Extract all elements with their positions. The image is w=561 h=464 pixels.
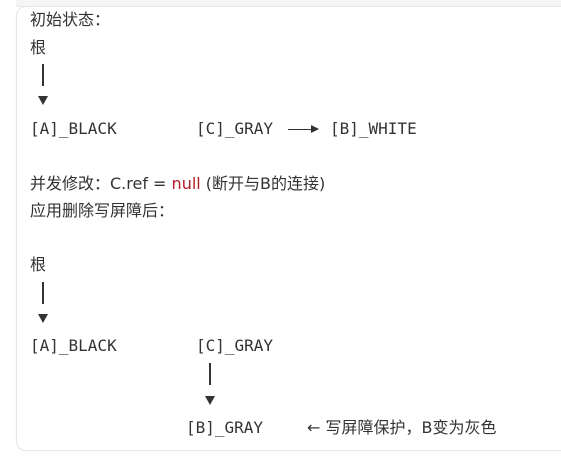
c-to-b-arrow-line <box>288 129 311 130</box>
node-b-gray: [B]_GRAY <box>186 418 264 437</box>
arrow-down-icon <box>38 314 48 323</box>
node-c-gray-2: [C]_GRAY <box>196 336 274 355</box>
node-b-white: [B]_WHITE <box>330 119 417 138</box>
root-edge-line-1 <box>42 64 44 86</box>
arrow-down-icon <box>205 396 215 405</box>
arrow-down-icon <box>38 96 48 105</box>
node-a-black-1: [A]_BLACK <box>30 119 117 138</box>
concurrent-modification-line: 并发修改：C.ref = null (断开与B的连接) <box>30 174 325 194</box>
null-keyword: null <box>171 174 201 193</box>
root-label-2: 根 <box>30 255 47 274</box>
barrier-note: ← 写屏障保护，B变为灰色 <box>307 418 497 437</box>
node-c-gray-1: [C]_GRAY <box>196 119 274 138</box>
concurrent-prefix: 并发修改：C.ref = <box>30 174 172 193</box>
node-a-black-2: [A]_BLACK <box>30 336 117 355</box>
concurrent-suffix: (断开与B的连接) <box>200 174 326 193</box>
code-block <box>16 6 561 451</box>
root-label-1: 根 <box>30 38 47 57</box>
arrow-right-icon <box>311 125 319 133</box>
after-barrier-label: 应用删除写屏障后： <box>30 201 175 220</box>
root-edge-line-2 <box>42 282 44 304</box>
initial-state-label: 初始状态： <box>30 10 111 29</box>
c-to-b-edge-line <box>209 363 211 385</box>
